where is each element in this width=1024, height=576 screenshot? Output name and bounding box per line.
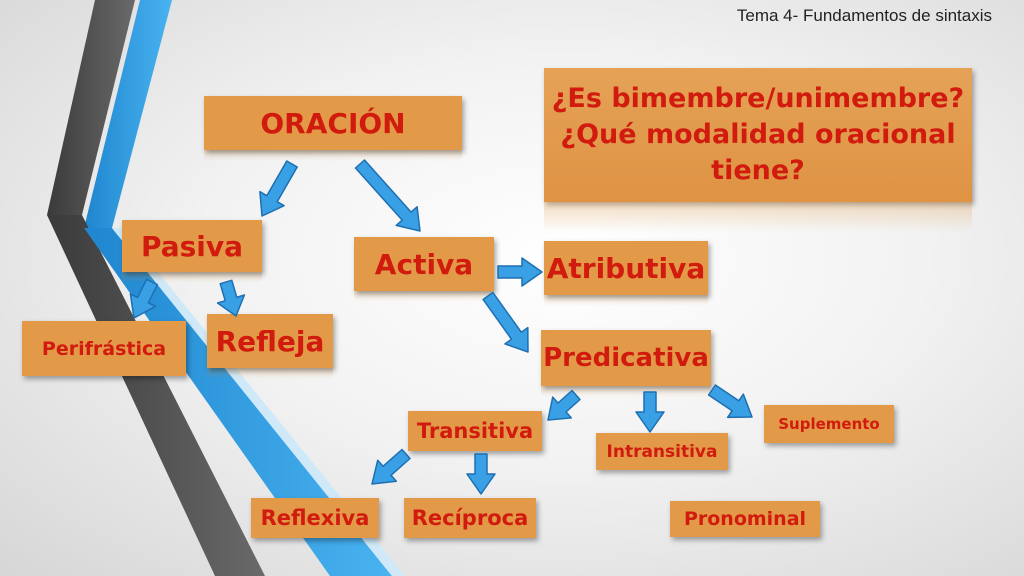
question-line-3: tiene? — [711, 155, 805, 186]
node-reciproca: Recíproca — [404, 498, 536, 538]
stripe-dark-lower — [47, 215, 265, 576]
node-transitiva: Transitiva — [408, 411, 542, 451]
slide-header: Tema 4- Fundamentos de sintaxis — [736, 6, 992, 25]
question-reflection — [544, 202, 972, 232]
stripe-dark-upper — [47, 0, 135, 215]
stripe-blue-lower — [84, 228, 392, 576]
question-box: ¿Es bimembre/unimembre? ¿Qué modalidad o… — [544, 68, 972, 202]
node-predicativa: Predicativa — [541, 330, 711, 386]
node-activa: Activa — [354, 237, 494, 291]
node-intransitiva: Intransitiva — [596, 433, 728, 470]
node-pronominal: Pronominal — [670, 501, 820, 537]
stripe-blue-upper — [84, 0, 172, 228]
stripe-light-accent — [112, 228, 405, 576]
node-refleja: Refleja — [207, 314, 333, 368]
node-oracion: ORACIÓN — [204, 96, 462, 150]
question-line-2: ¿Qué modalidad oracional — [560, 119, 956, 150]
node-pasiva: Pasiva — [122, 220, 262, 272]
node-suplemento: Suplemento — [764, 405, 894, 443]
node-perifrastica: Perifrástica — [22, 321, 186, 376]
node-atributiva: Atributiva — [544, 241, 708, 295]
question-line-1: ¿Es bimembre/unimembre? — [551, 83, 965, 114]
node-reflexiva: Reflexiva — [251, 498, 379, 538]
